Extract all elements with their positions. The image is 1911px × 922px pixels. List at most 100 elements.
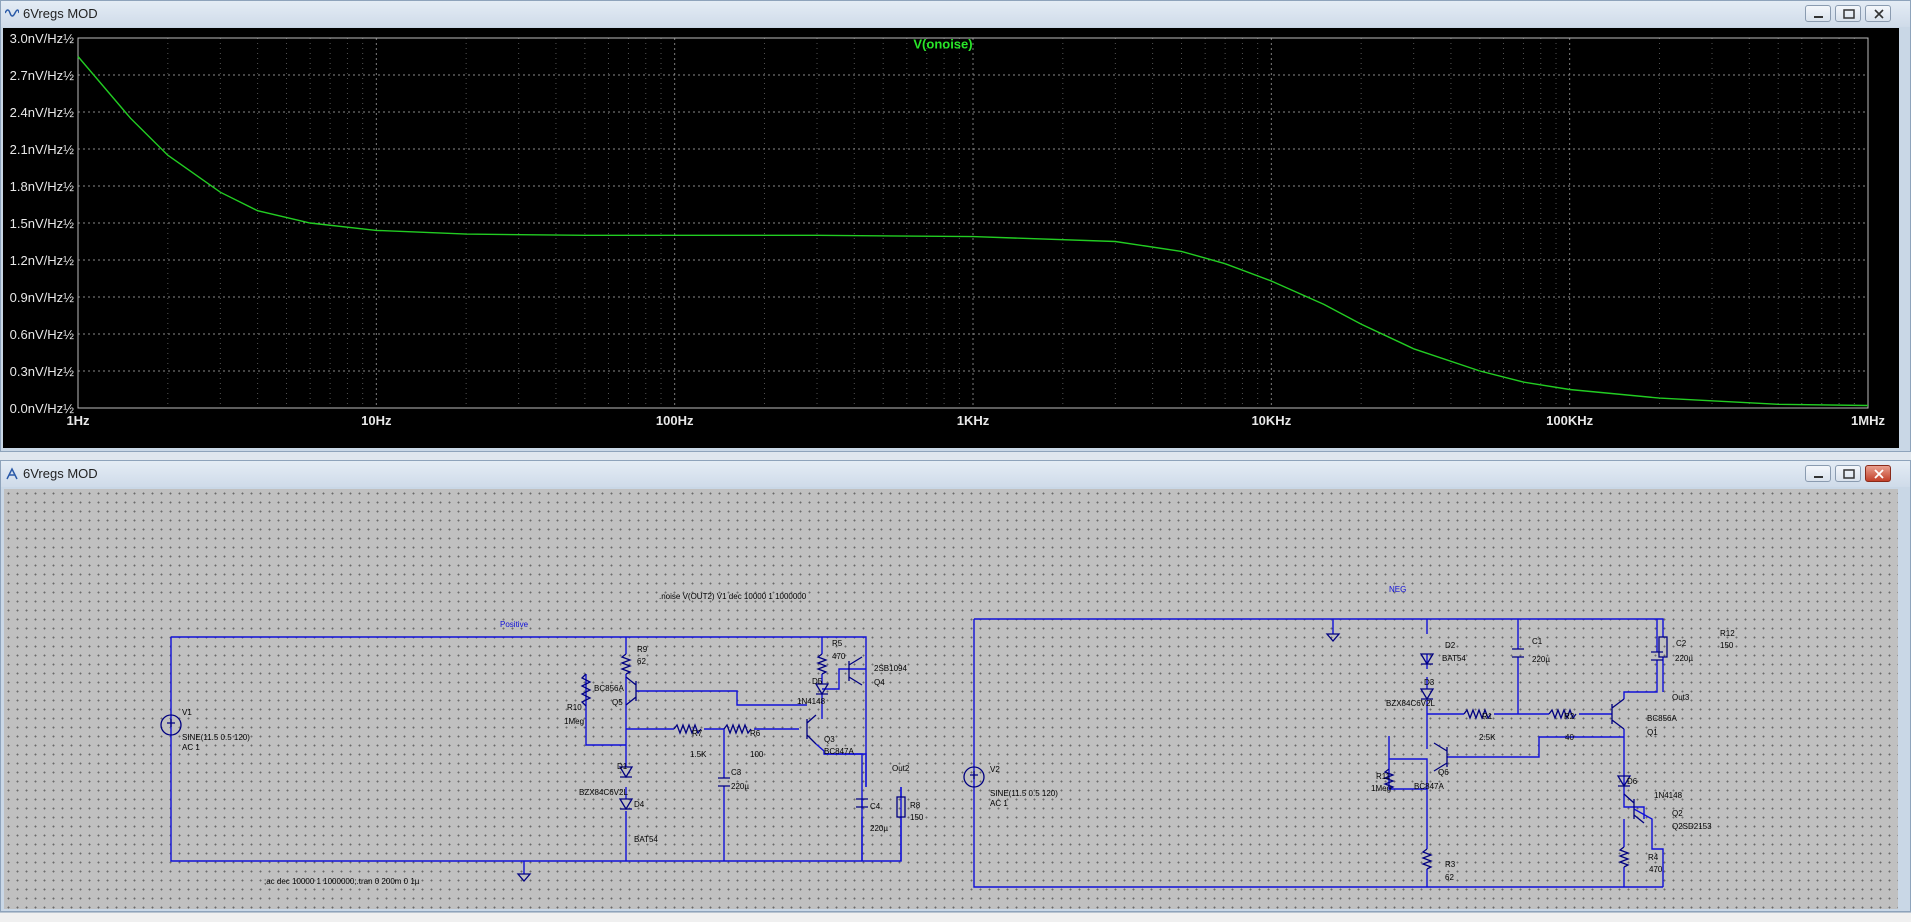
plot-frame — [77, 37, 1869, 409]
q6-name: Q6 — [1438, 768, 1449, 777]
q3-value: BC847A — [824, 747, 854, 756]
c1-name: C1 — [1532, 637, 1543, 646]
d3-name: D3 — [1424, 678, 1435, 687]
close-icon — [1874, 469, 1884, 479]
d2-value: BAT54 — [1442, 654, 1466, 663]
c2-name: C2 — [1676, 639, 1687, 648]
q2-value: Q2SD2153 — [1672, 822, 1712, 831]
close-button[interactable] — [1865, 5, 1891, 22]
waveform-icon — [4, 7, 20, 22]
c4-name: C4 — [870, 802, 881, 811]
d1-name: D1 — [617, 762, 628, 771]
series-line-onoise[interactable] — [77, 56, 1869, 407]
diode-d2 — [1419, 653, 1435, 666]
resistor-r5 — [816, 653, 828, 675]
q5-name: Q5 — [612, 698, 623, 707]
minimize-icon — [1814, 16, 1823, 18]
ground-right — [1325, 633, 1341, 642]
d6-value: 1N4148 — [1654, 791, 1683, 800]
net-label-out3: Out3 — [1672, 693, 1690, 702]
plot-titlebar[interactable]: 6Vregs MOD — [1, 1, 1910, 27]
resistor-r3 — [1421, 848, 1433, 870]
r6-value: 100 — [750, 750, 764, 759]
r1-value: 2.5K — [1479, 733, 1496, 742]
resistor-r9 — [620, 653, 632, 675]
x-tick-label: 1MHz — [1851, 413, 1885, 428]
restore-button[interactable] — [1835, 5, 1861, 22]
q6-value: BC847A — [1414, 782, 1444, 791]
r7-value: 1.5K — [690, 750, 707, 759]
capacitor-c2 — [1651, 651, 1663, 661]
v1-name: V1 — [182, 708, 192, 717]
r12-name: R12 — [1720, 629, 1735, 638]
diode-d4 — [618, 798, 634, 811]
resistor-r7 — [673, 723, 702, 735]
trace-label[interactable]: V(onoise) — [913, 37, 972, 52]
y-tick-label: 2.4nV/Hz½ — [10, 105, 74, 120]
noise-directive[interactable]: .noise V(OUT2) V1 dec 10000 1 1000000 — [659, 592, 807, 601]
capacitor-c3 — [718, 777, 730, 787]
r12-value: 150 — [1720, 641, 1734, 650]
status-bar — [0, 912, 1911, 922]
c4-value: 220µ — [870, 824, 888, 833]
q2-name: Q2 — [1672, 809, 1683, 818]
schematic-canvas[interactable]: .noise V(OUT2) V1 dec 10000 1 1000000 ;a… — [4, 489, 1898, 909]
transistor-q5 — [625, 676, 637, 706]
r6-name: R6 — [750, 729, 761, 738]
diode-d3 — [1419, 688, 1435, 701]
r2-name: R2 — [1564, 712, 1575, 721]
schematic-minimize-button[interactable] — [1805, 465, 1831, 482]
r9-value: 62 — [637, 657, 646, 666]
schematic-window-title: 6Vregs MOD — [23, 466, 98, 481]
r5-name: R5 — [832, 639, 843, 648]
ground-left — [516, 873, 532, 882]
schematic-window[interactable]: 6Vregs MOD — [0, 460, 1911, 912]
net-label-positive: Positive — [500, 620, 529, 629]
voltage-source-v2 — [963, 766, 985, 788]
q1-value: BC856A — [1647, 714, 1677, 723]
y-tick-label: 0.6nV/Hz½ — [10, 327, 74, 342]
schematic-titlebar[interactable]: 6Vregs MOD — [1, 461, 1910, 487]
noise-plot[interactable]: 0.0nV/Hz½0.3nV/Hz½0.6nV/Hz½0.9nV/Hz½1.2n… — [3, 28, 1899, 448]
y-tick-label: 0.0nV/Hz½ — [10, 401, 74, 416]
resistor-r6 — [723, 723, 752, 735]
d3-value: BZX84C6V2L — [1386, 699, 1435, 708]
transistor-q3 — [806, 714, 817, 745]
c3-name: C3 — [731, 768, 742, 777]
schematic-close-button[interactable] — [1865, 465, 1891, 482]
q3-name: Q3 — [824, 735, 835, 744]
schematic-restore-button[interactable] — [1835, 465, 1861, 482]
r7-name: R7 — [692, 729, 703, 738]
y-tick-label: 1.2nV/Hz½ — [10, 253, 74, 268]
diode-d6 — [1616, 775, 1632, 788]
q1-name: Q1 — [1647, 728, 1658, 737]
ac-directive[interactable]: ;ac dec 10000 1 1000000;.tran 0 200m 0 1… — [264, 877, 420, 886]
x-tick-label: 100KHz — [1546, 413, 1593, 428]
net-label-out2: Out2 — [892, 764, 910, 773]
minimize-button[interactable] — [1805, 5, 1831, 22]
y-tick-label: 2.1nV/Hz½ — [10, 142, 74, 157]
minimize-icon — [1814, 476, 1823, 478]
net-label-neg: NEG — [1389, 585, 1406, 594]
r9-name: R9 — [637, 645, 648, 654]
d5-name: D5 — [812, 677, 823, 686]
v1-ac: AC 1 — [182, 743, 200, 752]
v1-value: SINE(11.5 0.5 120) — [182, 733, 250, 742]
x-tick-label: 1KHz — [957, 413, 990, 428]
r1-name: R1 — [1482, 712, 1493, 721]
r2-value: 40 — [1565, 733, 1574, 742]
c2-value: 220µ — [1675, 654, 1693, 663]
schematic-icon — [5, 467, 19, 484]
d4-name: D4 — [634, 800, 645, 809]
components — [160, 633, 1668, 882]
wires — [170, 618, 1664, 888]
q4-value: 2SB1094 — [874, 664, 907, 673]
schematic-svg[interactable]: .noise V(OUT2) V1 dec 10000 1 1000000 ;a… — [4, 489, 1898, 909]
c1-value: 220µ — [1532, 655, 1550, 664]
capacitor-c1 — [1512, 648, 1524, 658]
q5-value: BC856A — [594, 684, 624, 693]
resistor-r1 — [1463, 708, 1492, 720]
r4-name: R4 — [1648, 853, 1659, 862]
